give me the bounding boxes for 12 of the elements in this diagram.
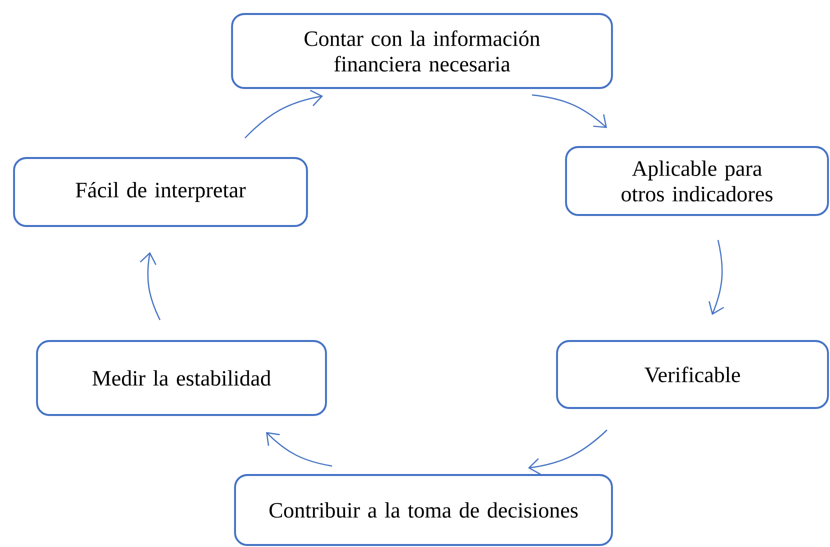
process-box: Verificable xyxy=(556,340,829,409)
process-box: Contribuir a la toma de decisiones xyxy=(234,474,613,546)
arrow xyxy=(708,240,724,315)
arrow xyxy=(528,430,608,475)
arrow xyxy=(244,90,323,138)
arrow xyxy=(266,432,332,467)
arrow xyxy=(532,94,608,128)
process-box: Aplicable para otros indicadores xyxy=(565,146,829,216)
process-box: Medir la estabilidad xyxy=(36,340,327,416)
process-box: Fácil de interpretar xyxy=(13,157,308,227)
arrow xyxy=(140,252,161,320)
process-box: Contar con la información financiera necesaria xyxy=(231,13,613,89)
